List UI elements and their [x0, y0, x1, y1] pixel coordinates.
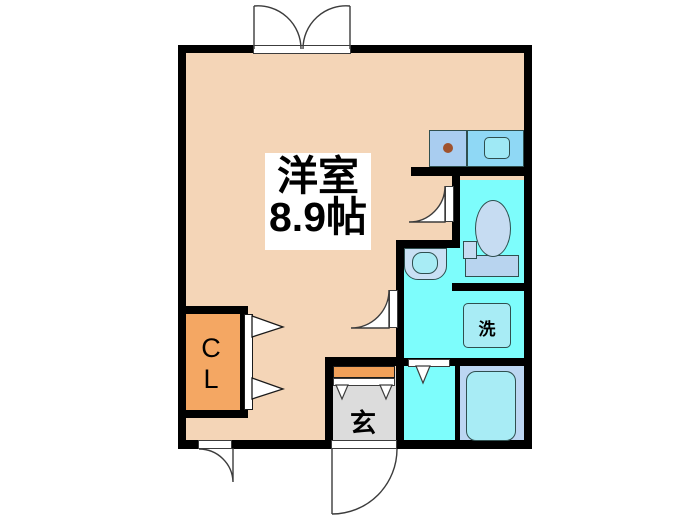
toilet-seat: [412, 252, 438, 274]
closet-label: C L: [181, 333, 241, 395]
wall-vanity-bottom: [452, 283, 532, 291]
wall-wetzone-vertical-upper: [452, 176, 460, 248]
wall-bath-top: [396, 358, 532, 366]
bathtub: [466, 371, 516, 441]
wall-washroom-top: [396, 240, 452, 248]
wall-top: [178, 45, 532, 53]
genkan-label: 玄: [349, 408, 376, 438]
lower-left-window-opening[interactable]: [198, 440, 232, 449]
vanity-side-cabinet: [463, 241, 477, 259]
shoe-cabinet: [333, 366, 395, 378]
closet-door-panel[interactable]: [244, 314, 253, 410]
kitchen-door-panel[interactable]: [445, 186, 454, 222]
washer-label: 洗: [478, 320, 496, 339]
genkan-step-opening: [333, 378, 395, 386]
wall-bath-divider: [455, 366, 460, 446]
wall-genkan-left: [325, 357, 333, 447]
kitchen-sink-basin: [484, 137, 510, 159]
closet-label-line2: L: [203, 364, 219, 395]
wall-right: [524, 45, 532, 449]
kitchen-door-swing: [408, 185, 446, 223]
entrance-door-swing: [331, 448, 398, 515]
balcony-door-swing-right: [302, 5, 351, 50]
washroom-door-swing: [350, 289, 390, 329]
wall-closet-bottom: [178, 410, 248, 418]
washing-machine-space: [463, 303, 511, 348]
closet-floor: [181, 313, 245, 411]
main-room-label: 洋室 8.9帖: [265, 153, 371, 250]
wall-closet-top: [178, 306, 248, 314]
entrance-door-opening[interactable]: [331, 440, 397, 449]
main-room-label-line2: 8.9帖: [269, 194, 367, 240]
balcony-door-opening[interactable]: [253, 45, 351, 54]
bath-lobby-floor: [404, 365, 459, 447]
bath-door-fold-mark: [415, 365, 431, 385]
wall-wetzone-vertical-lower: [396, 240, 404, 314]
wall-left: [178, 45, 186, 449]
wall-hall-vertical: [396, 314, 404, 449]
closet-door-swing-lower: [251, 377, 286, 400]
stove-burner-icon: [443, 143, 453, 153]
washroom-door-panel[interactable]: [389, 290, 398, 328]
balcony-door-swing-left: [253, 5, 302, 50]
wall-genkan-top: [325, 357, 404, 366]
lower-left-window-swing: [198, 448, 234, 483]
closet-door-swing-upper: [251, 315, 286, 338]
wall-kitchen-ledge: [411, 167, 524, 176]
main-room-label-line1: 洋室: [277, 153, 359, 199]
closet-label-line1: C: [201, 333, 221, 363]
vanity-mirror: [475, 200, 511, 257]
genkan-fold-marks: [335, 384, 393, 401]
